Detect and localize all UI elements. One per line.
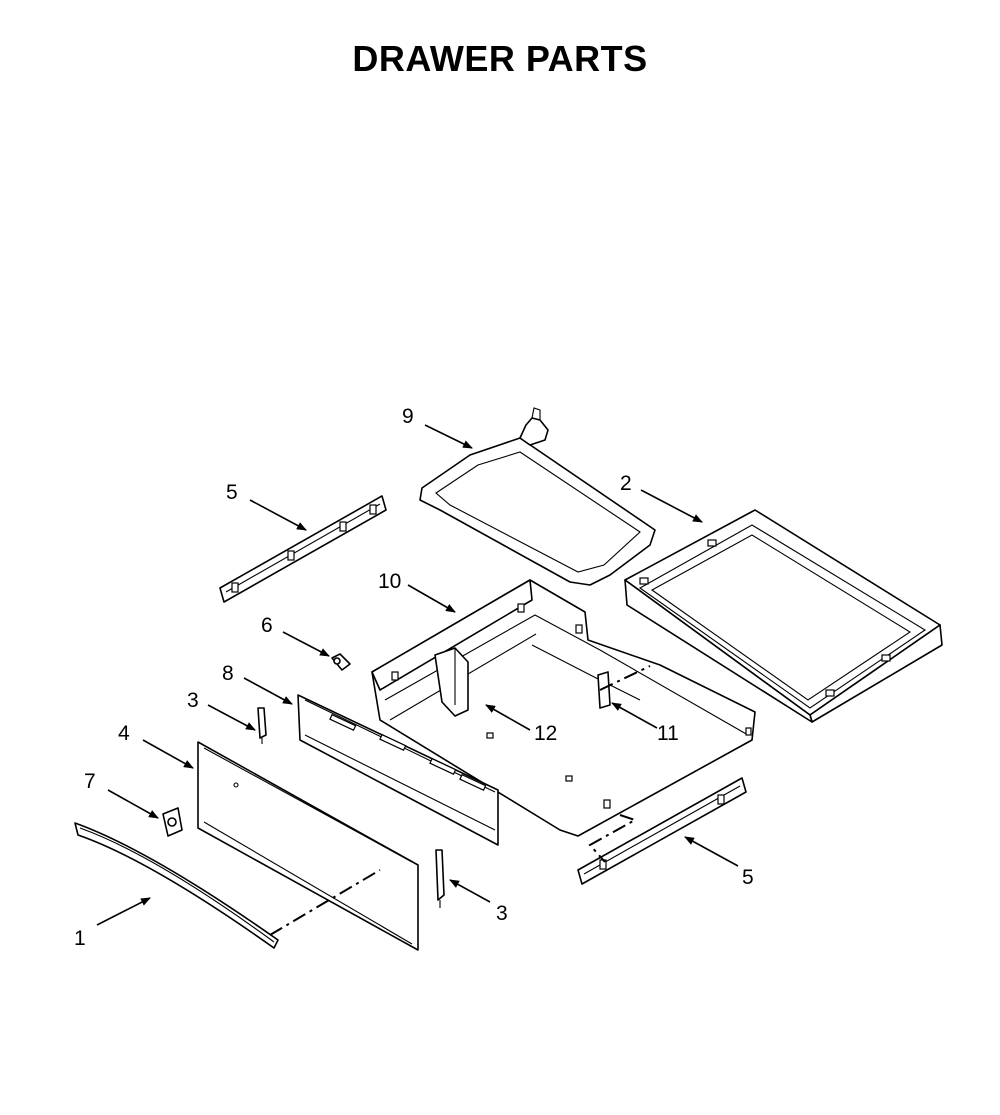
part-6-screw — [331, 653, 351, 671]
part-7-emblem — [162, 807, 183, 837]
callout-2: 2 — [620, 472, 632, 495]
part-1-handle — [74, 822, 279, 949]
callout-3-upper: 3 — [187, 689, 199, 712]
callout-4: 4 — [118, 722, 130, 745]
part-2-drawer-liner — [624, 509, 943, 723]
leader-arrows — [96, 424, 739, 926]
callout-5-lower: 5 — [742, 866, 754, 889]
assembly-lines — [269, 665, 651, 936]
diagram-title: DRAWER PARTS — [352, 38, 648, 79]
part-5-lower-slide-rail — [577, 777, 747, 885]
part-4-drawer-front-panel — [197, 741, 419, 951]
callout-6: 6 — [261, 614, 273, 637]
callout-12: 12 — [534, 722, 557, 745]
part-11-side-bracket — [597, 671, 611, 709]
part-12-center-bracket — [434, 647, 469, 717]
part-3-upper-clip — [257, 707, 267, 744]
part-8-inner-front-panel — [297, 694, 499, 846]
part-3-lower-clip — [435, 849, 445, 908]
callout-8: 8 — [222, 662, 234, 685]
part-10-drawer-body — [371, 579, 756, 837]
callout-5-upper: 5 — [226, 481, 238, 504]
callout-3-lower: 3 — [496, 902, 508, 925]
callout-11: 11 — [657, 722, 679, 745]
callout-7: 7 — [84, 770, 96, 793]
callout-10: 10 — [378, 570, 401, 593]
part-5-upper-slide-rail — [219, 495, 387, 603]
callout-9: 9 — [402, 405, 414, 428]
callout-1: 1 — [74, 927, 86, 950]
part-9-cover-panel — [419, 407, 656, 586]
